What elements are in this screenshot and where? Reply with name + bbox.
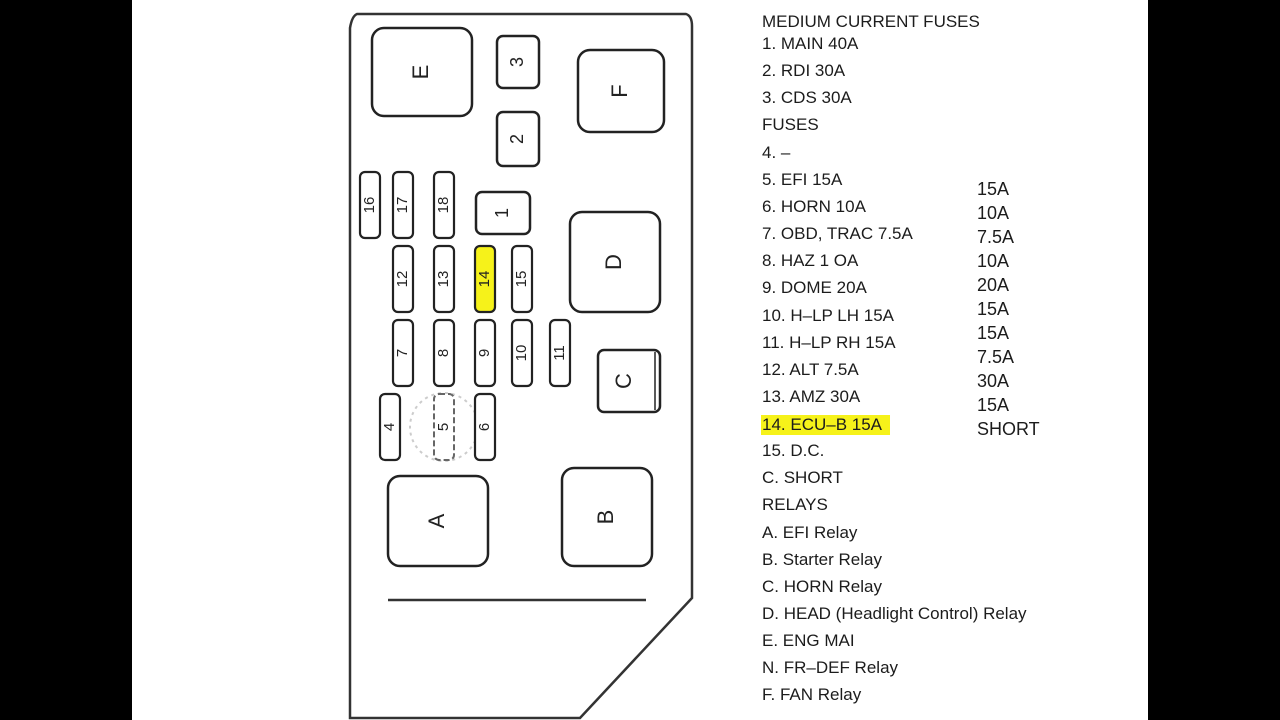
legend-item: C. SHORT	[762, 468, 843, 487]
relay-E: E	[370, 26, 474, 118]
relay-B: B	[560, 466, 654, 568]
legend-item: 3. CDS 30A	[762, 88, 852, 107]
fuse-8-label: 8	[435, 349, 452, 357]
fuse-18: 18	[432, 170, 456, 240]
fuse-13: 13	[432, 244, 456, 314]
legend-item: 13. AMZ 30A	[762, 387, 861, 406]
legend-item: 11. H–LP RH 15A	[762, 333, 896, 352]
fuse-17: 17	[391, 170, 415, 240]
legend-item: 15. D.C.	[762, 441, 825, 460]
rating-value: 15A	[977, 323, 1010, 343]
relay-B-label: B	[593, 510, 618, 525]
rating-value: SHORT	[977, 419, 1040, 439]
fuse-14-label: 14	[476, 271, 493, 288]
legend-item: 9. DOME 20A	[762, 278, 867, 297]
legend-item: 5. EFI 15A	[762, 170, 843, 189]
fuse-9-label: 9	[476, 349, 493, 357]
fuse-1: 1	[474, 190, 532, 236]
fuse-11: 11	[548, 318, 572, 388]
legend-item: 12. ALT 7.5A	[762, 360, 859, 379]
fuse-box-outline	[348, 12, 694, 720]
relay-F: F	[576, 48, 666, 134]
relay-F-label: F	[607, 84, 632, 97]
relay-C: C	[596, 348, 662, 414]
fuse-2-label: 2	[507, 134, 527, 144]
fuse-11-label: 11	[551, 345, 568, 361]
fuse-7: 7	[391, 318, 415, 388]
fuse-10-label: 10	[513, 345, 530, 362]
relay-D: D	[568, 210, 662, 314]
fuse-17-label: 17	[394, 197, 411, 214]
fuse-5-label: 5	[435, 423, 452, 431]
fuse-18-label: 18	[435, 197, 452, 214]
rating-value: 30A	[977, 371, 1010, 391]
fuse-10: 10	[510, 318, 534, 388]
fuse-box-diagram: E F D C A B 3 2	[348, 12, 694, 720]
fuse-3: 3	[495, 34, 541, 90]
fuse-6: 6	[473, 392, 497, 462]
fuse-16-label: 16	[361, 197, 378, 214]
legend-item: 2. RDI 30A	[762, 61, 846, 80]
fuse-4: 4	[378, 392, 402, 462]
relay-A: A	[386, 474, 490, 568]
fuse-14: 14	[473, 244, 497, 314]
legend-item: 8. HAZ 1 OA	[762, 251, 859, 270]
rating-value: 7.5A	[977, 347, 1015, 367]
rating-value: 10A	[977, 251, 1010, 271]
relay-A-label: A	[424, 513, 449, 528]
legend-item: B. Starter Relay	[762, 550, 882, 569]
legend-item: E. ENG MAI	[762, 631, 855, 650]
rating-value: 15A	[977, 395, 1010, 415]
legend-item: A. EFI Relay	[762, 523, 858, 542]
legend-item: 10. H–LP LH 15A	[762, 306, 894, 325]
fuse-12: 12	[391, 244, 415, 314]
relay-D-label: D	[601, 254, 626, 270]
fuse-9: 9	[473, 318, 497, 388]
legend-item: C. HORN Relay	[762, 577, 882, 596]
legend-item: N. FR–DEF Relay	[762, 658, 899, 677]
fuse-6-label: 6	[476, 423, 493, 431]
legend-heading-medium-current-fuses: MEDIUM CURRENT FUSES	[762, 12, 980, 31]
relay-E-label: E	[408, 65, 433, 80]
rating-value: 15A	[977, 299, 1010, 319]
diagram-panel: E F D C A B 3 2	[132, 0, 1148, 720]
legend-heading-fuses: FUSES	[762, 115, 819, 134]
legend-heading-relays: RELAYS	[762, 495, 828, 514]
legend-item: D. HEAD (Headlight Control) Relay	[762, 604, 1027, 623]
legend-item: F. FAN Relay	[762, 685, 862, 704]
fuse-15-label: 15	[513, 271, 530, 288]
legend-item: 4. –	[762, 143, 791, 162]
fuse-13-label: 13	[435, 271, 452, 288]
legend-item: 6. HORN 10A	[762, 197, 866, 216]
fuse-4-label: 4	[381, 423, 398, 431]
rating-value: 7.5A	[977, 227, 1015, 247]
fuse-7-label: 7	[394, 349, 411, 357]
rating-value: 15A	[977, 179, 1010, 199]
fuse-12-label: 12	[394, 271, 411, 288]
rating-value: 10A	[977, 203, 1010, 223]
fuse-8: 8	[432, 318, 456, 388]
fuse-15: 15	[510, 244, 534, 314]
legend-item-highlighted: 14. ECU–B 15A	[761, 415, 891, 435]
fuse-5: 5	[409, 392, 479, 462]
fuse-1-label: 1	[492, 208, 512, 218]
fuse-16: 16	[358, 170, 382, 240]
rating-value: 20A	[977, 275, 1010, 295]
relay-C-label: C	[611, 373, 636, 389]
legend-item: 7. OBD, TRAC 7.5A	[762, 224, 913, 243]
fuse-3-label: 3	[507, 57, 527, 67]
fuse-2: 2	[495, 110, 541, 168]
legend-item: 1. MAIN 40A	[762, 34, 859, 53]
